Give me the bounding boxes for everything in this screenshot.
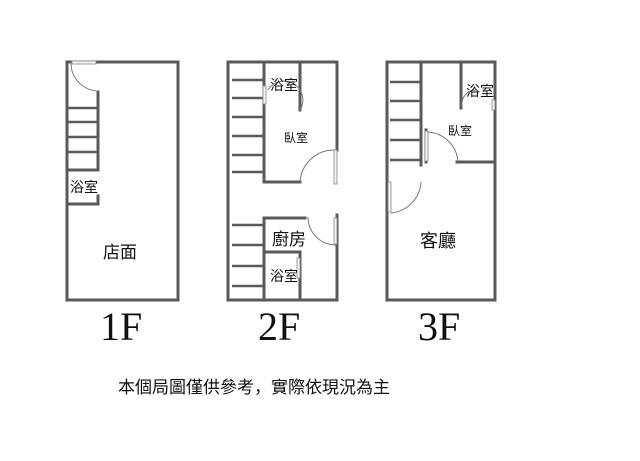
floor-plan-3f: 浴室 臥室 客廳 3F [385,60,497,349]
door-swing-icon [307,216,337,246]
door-swing-icon [461,89,477,107]
floor-label-3f: 3F [418,304,460,349]
room-label-bathroom: 浴室 [270,77,298,94]
room-label-bathroom: 浴室 [270,268,298,285]
room-label-kitchen: 廚房 [272,229,306,250]
room-label-bedroom: 臥室 [284,130,308,145]
door-swing-icon [299,149,335,184]
room-label-bathroom: 浴室 [70,179,98,196]
door-swing-icon [426,131,459,163]
door-swing-icon [390,181,422,214]
door-swing-icon [70,63,99,92]
room-label-living-room: 客廳 [420,231,456,252]
room-label-bathroom: 浴室 [466,83,494,100]
room-label-bedroom: 臥室 [448,123,472,138]
floor-plan-2f: 浴室 臥室 廚房 浴室 2F [226,60,339,349]
door-swing-icon [267,80,304,111]
disclaimer-caption: 本個局圖僅供參考，實際依現況為主 [118,378,390,398]
floor-plan-1f: 浴室 店面 1F [65,60,180,349]
floor-label-1f: 1F [100,304,142,349]
floor-label-2f: 2F [258,304,300,349]
room-label-shop: 店面 [103,243,137,263]
